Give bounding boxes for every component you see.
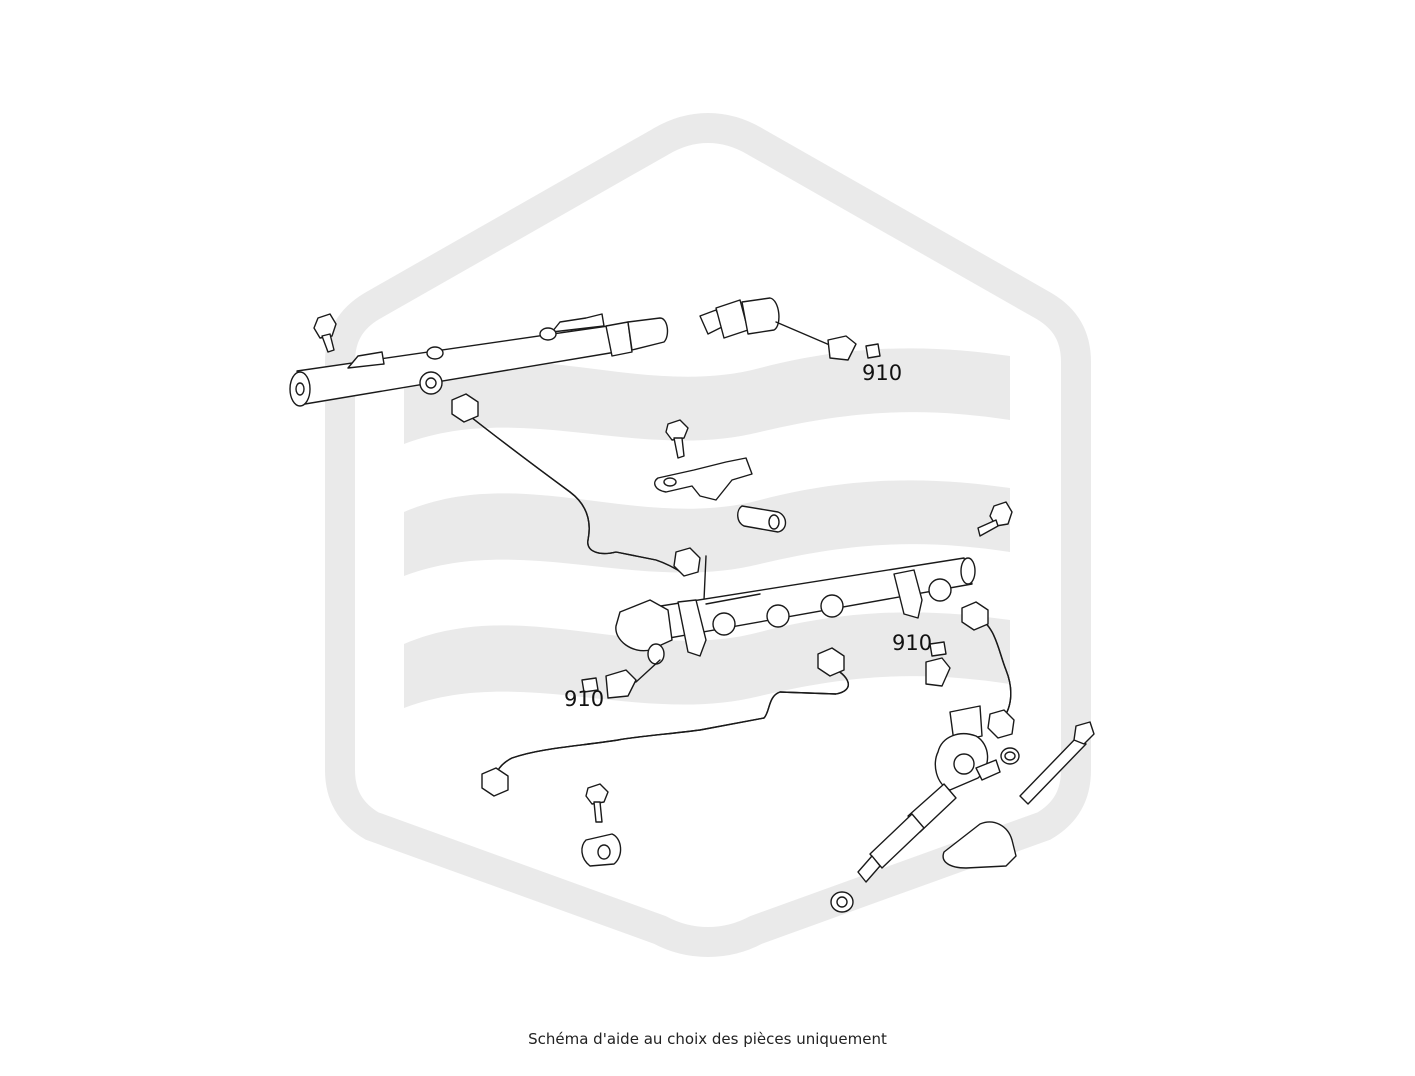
upper-rail-bolt[interactable] [313,313,337,353]
sealing-washer[interactable] [830,891,854,913]
sensor-connector-left[interactable] [581,669,637,699]
upper-fuel-rail[interactable] [289,313,669,407]
injector-clamp[interactable] [942,821,1017,869]
callout-upper-sensor: 910 [862,361,902,385]
pressure-sensor[interactable] [699,297,780,339]
callout-right-sensor: 910 [892,631,932,655]
bracket-bolt[interactable] [665,419,689,459]
rail-bracket[interactable] [654,457,753,501]
right-injection-line[interactable] [961,601,1015,739]
sensor-connector-right[interactable] [925,641,951,687]
lower-injection-line[interactable] [481,647,849,797]
o-ring[interactable] [1000,747,1020,765]
sensor-connector-upper[interactable] [827,335,881,361]
upper-injection-line[interactable] [451,393,701,577]
rubber-damper[interactable] [737,505,787,533]
callout-left-sensor: 910 [564,687,604,711]
watermark-logo [325,112,1091,958]
fuel-injector[interactable] [857,705,1001,883]
pipe-clamp[interactable] [581,833,622,867]
clamp-bolt[interactable] [585,783,609,823]
diagram-caption: Schéma d'aide au choix des pièces unique… [528,1030,887,1048]
lower-rail-bolt[interactable] [977,501,1013,537]
injector-bolt[interactable] [1019,721,1095,805]
lower-fuel-rail[interactable] [615,557,976,665]
